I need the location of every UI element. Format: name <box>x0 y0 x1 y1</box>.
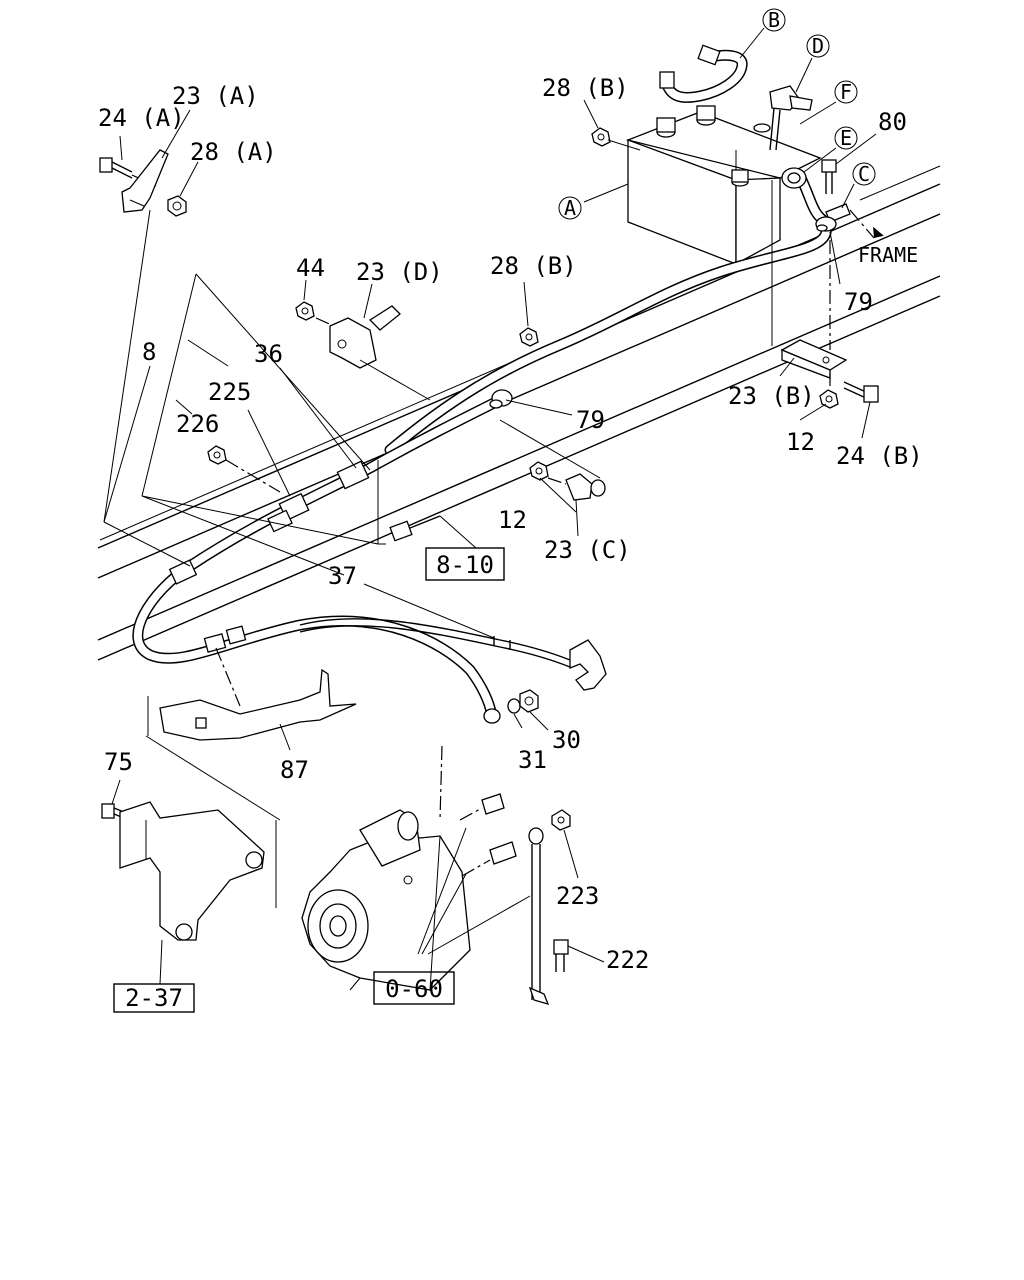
part-labels: 24 (A) 23 (A) 28 (A) 28 (B) 44 23 (D) 28… <box>98 74 923 974</box>
clamp-79-right <box>815 216 837 232</box>
ref-box-8-10: 8-10 <box>425 547 505 581</box>
connectors-harness <box>168 460 370 653</box>
cable-37 <box>299 618 571 668</box>
label-44: 44 <box>296 254 325 282</box>
label-31: 31 <box>518 746 547 774</box>
label-12-right: 12 <box>786 428 815 456</box>
label-226: 226 <box>176 410 219 438</box>
ref-box-0-60: 0-60 <box>373 971 455 1005</box>
ref-box-2-37: 2-37 <box>113 983 195 1013</box>
label-23d: 23 (D) <box>356 258 443 286</box>
nut-28b-top <box>591 127 641 151</box>
label-79-right: 79 <box>844 288 873 316</box>
plug-8-10 <box>389 515 441 542</box>
top-cable-b <box>659 44 748 103</box>
svg-text:B: B <box>768 8 780 32</box>
mount-bracket-2-37 <box>119 801 277 941</box>
callout-circle-c: C <box>852 162 876 186</box>
clamp-e <box>781 167 807 189</box>
svg-text:8-10: 8-10 <box>436 551 494 579</box>
label-30: 30 <box>552 726 581 754</box>
leader-lines <box>103 27 877 985</box>
nut-226 <box>207 445 281 493</box>
nut-28b-mid <box>519 327 539 347</box>
clamp-23c <box>529 461 606 501</box>
svg-text:0-60: 0-60 <box>385 975 443 1003</box>
svg-text:F: F <box>840 80 852 104</box>
nut-28a <box>167 195 187 217</box>
battery-cable <box>384 222 832 456</box>
bracket-87 <box>145 647 357 821</box>
bolt-24b <box>843 381 879 403</box>
callout-circle-f: F <box>834 80 858 104</box>
label-28b-top: 28 (B) <box>542 74 629 102</box>
label-23b: 23 (B) <box>728 382 815 410</box>
bolt-24a <box>99 157 157 187</box>
svg-text:E: E <box>840 126 852 150</box>
svg-text:2-37: 2-37 <box>125 984 183 1012</box>
svg-text:D: D <box>812 34 824 58</box>
label-8: 8 <box>142 338 156 366</box>
label-87: 87 <box>280 756 309 784</box>
battery <box>625 105 822 266</box>
ground-strap <box>528 809 571 1005</box>
label-36: 36 <box>254 340 283 368</box>
label-225: 225 <box>208 378 251 406</box>
label-223: 223 <box>556 882 599 910</box>
label-23a: 23 (A) <box>172 82 259 110</box>
bracket-23b <box>771 180 848 390</box>
nut-30-washer-31 <box>483 689 539 724</box>
terminal-37 <box>493 636 607 691</box>
label-frame: FRAME <box>858 243 918 267</box>
label-75: 75 <box>104 748 133 776</box>
label-37: 37 <box>328 562 357 590</box>
callout-circle-b: B <box>762 8 786 32</box>
callout-circle-d: D <box>806 34 830 58</box>
label-28a: 28 (A) <box>190 138 277 166</box>
starter-motor <box>301 809 471 991</box>
bracket-23a <box>121 149 169 213</box>
nut-44 <box>295 301 335 327</box>
svg-text:C: C <box>858 162 870 186</box>
bolt-80 <box>821 159 837 194</box>
label-222: 222 <box>606 946 649 974</box>
clamp-79-mid <box>489 389 513 409</box>
label-12-mid: 12 <box>498 506 527 534</box>
starter-studs <box>439 745 517 877</box>
label-79-mid: 79 <box>576 406 605 434</box>
svg-text:A: A <box>564 196 576 220</box>
label-28b-mid: 28 (B) <box>490 252 577 280</box>
label-23c: 23 (C) <box>544 536 631 564</box>
label-24b: 24 (B) <box>836 442 923 470</box>
label-24a: 24 (A) <box>98 104 185 132</box>
label-80: 80 <box>878 108 907 136</box>
terminal-df <box>769 85 813 151</box>
callout-circle-e: E <box>834 126 858 150</box>
bracket-23d <box>329 305 431 401</box>
bolt-c <box>825 203 884 239</box>
callout-circle-a: A <box>558 196 582 220</box>
harness-cable-main <box>132 394 506 722</box>
nut-12-right <box>819 389 839 409</box>
